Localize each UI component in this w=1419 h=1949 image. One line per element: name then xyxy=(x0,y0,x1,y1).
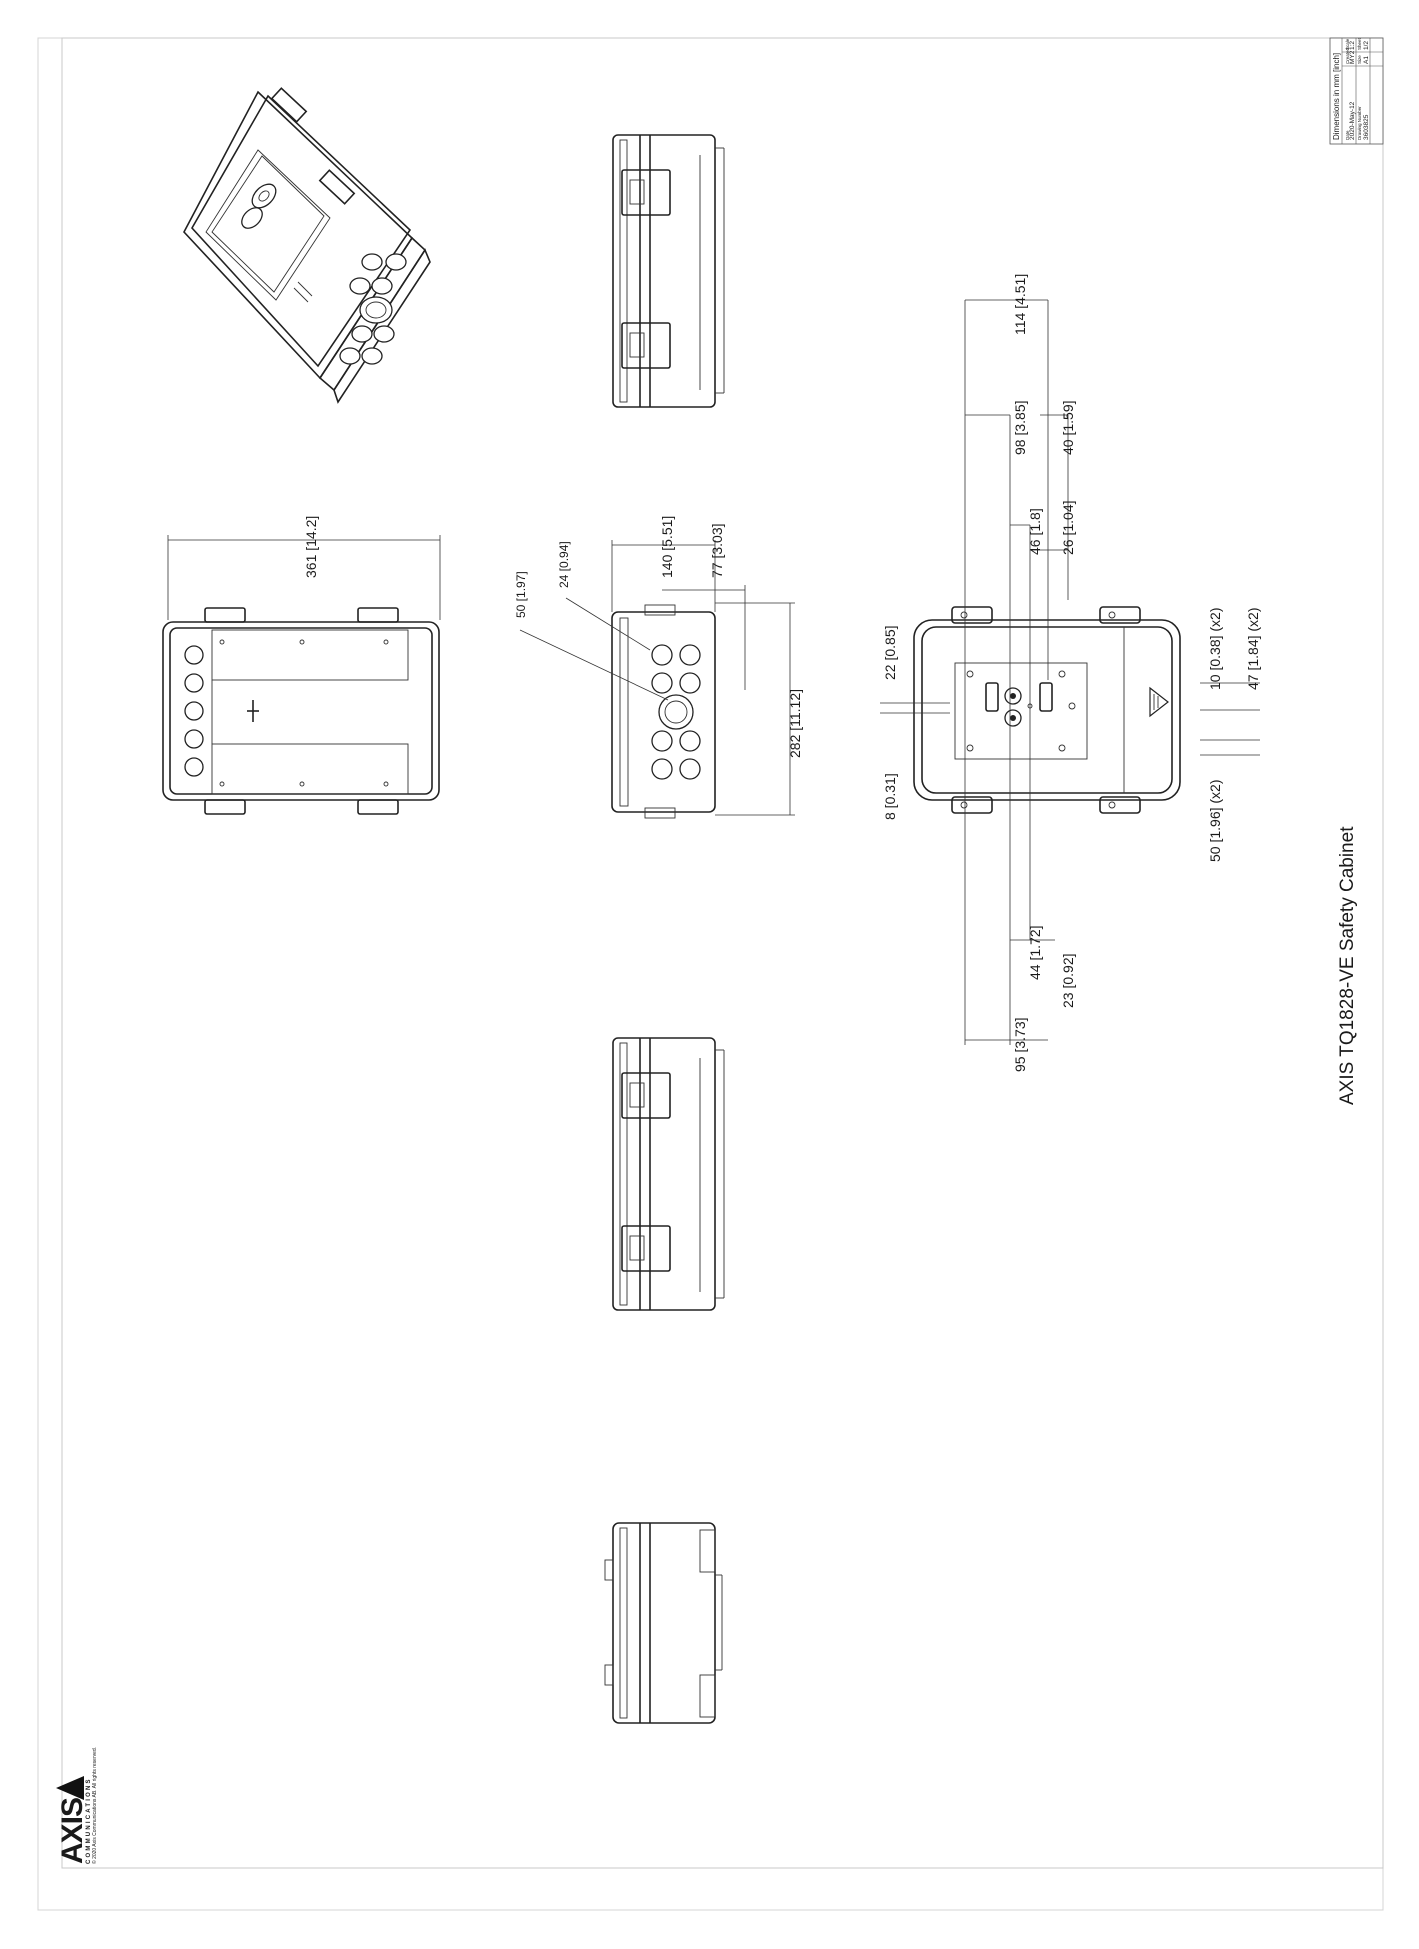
dim-10: 10 [0.38] (x2) xyxy=(1207,608,1223,691)
isometric-view xyxy=(183,87,431,404)
sheet-outer-border xyxy=(37,37,1384,1911)
sheet-inner-border xyxy=(61,37,1384,1869)
title-block: Dimensions in mm [inch] Date 2020-May-12… xyxy=(1329,37,1384,145)
size-label: Size xyxy=(1357,55,1362,64)
front-plate-view xyxy=(913,606,1181,814)
creator-label: Created xyxy=(1345,47,1350,64)
dim-95: 95 [3.73] xyxy=(1012,1018,1028,1073)
title-block-heading: Dimensions in mm [inch] xyxy=(1332,53,1341,140)
logo-copyright: © 2020 Axis Communications AB. All right… xyxy=(91,1747,98,1864)
sheet-value: 1/2 xyxy=(1363,41,1370,50)
bottom-view-holes xyxy=(611,604,716,819)
logo-brand: AXIS xyxy=(56,1798,89,1864)
sheet-label: Sheet xyxy=(1357,37,1362,50)
dimension-texts: 361 [14.2] 50 [1.97] 24 [0.94] 140 [5.51… xyxy=(303,274,1261,1072)
axis-logo: AXIS COMMUNICATIONS © 2020 Axis Communic… xyxy=(56,1747,98,1864)
scale-label: Scale xyxy=(1345,38,1350,50)
dim-44: 44 [1.72] xyxy=(1027,926,1043,981)
side-view-top xyxy=(612,134,725,408)
dim-dia-50: 50 [1.97] xyxy=(514,571,528,618)
date-value: 2020-May-12 xyxy=(1349,101,1356,140)
dim-140: 140 [5.51] xyxy=(659,516,675,578)
logo-triangle-icon xyxy=(56,1776,84,1800)
dim-26: 26 [1.04] xyxy=(1060,501,1076,556)
drawing-number-value: 3603825 xyxy=(1363,114,1370,140)
side-view-lower xyxy=(612,1037,725,1311)
dim-282: 282 [11.12] xyxy=(787,689,803,758)
date-label: Date xyxy=(1345,130,1350,140)
dim-22: 22 [0.85] xyxy=(882,626,898,681)
dim-50: 50 [1.96] (x2) xyxy=(1207,780,1223,863)
dimension-lines xyxy=(167,299,1260,1045)
dim-77: 77 [3.03] xyxy=(709,524,725,579)
dim-47: 47 [1.84] (x2) xyxy=(1245,608,1261,691)
scale-value: 1:2 xyxy=(1349,41,1356,50)
dim-46: 46 [1.8] xyxy=(1027,508,1043,555)
drawing-number-label: Drawing Number xyxy=(1357,106,1362,140)
dim-98: 98 [3.85] xyxy=(1012,401,1028,456)
creator-value: MY2 xyxy=(1349,50,1356,64)
dim-dia-24: 24 [0.94] xyxy=(557,541,571,588)
dim-114: 114 [4.51] xyxy=(1012,274,1028,335)
drawing-title: AXIS TQ1828-VE Safety Cabinet xyxy=(1337,826,1358,1105)
dim-8: 8 [0.31] xyxy=(882,773,898,820)
dim-40: 40 [1.59] xyxy=(1060,401,1076,456)
dim-361: 361 [14.2] xyxy=(303,516,319,578)
size-value: A1 xyxy=(1363,56,1370,64)
plate-logo-icon xyxy=(1149,686,1169,718)
dim-23: 23 [0.92] xyxy=(1060,954,1076,1009)
end-view-bottom xyxy=(604,1522,723,1724)
logo-tagline: COMMUNICATIONS xyxy=(86,1777,92,1864)
open-view xyxy=(162,607,440,815)
